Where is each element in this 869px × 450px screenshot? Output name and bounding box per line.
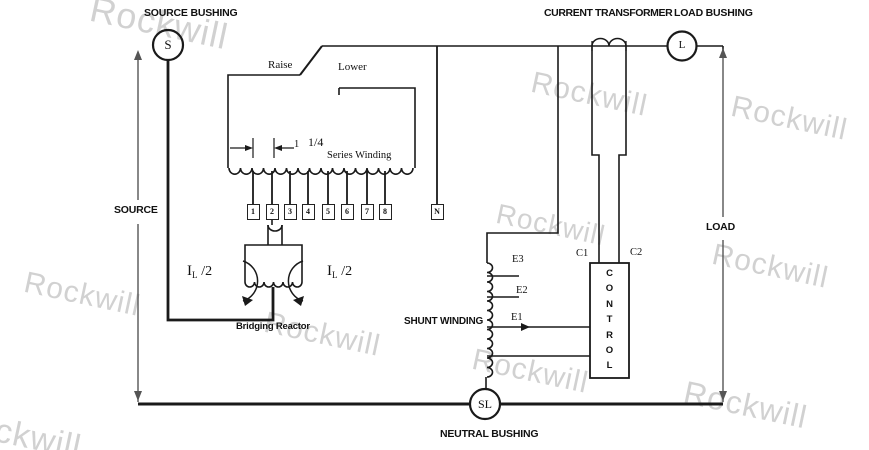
tap-e1-label: E1 — [511, 312, 523, 323]
current-divisor: /2 — [201, 264, 213, 279]
bridging-reactor-label: Bridging Reactor — [236, 321, 310, 332]
current-divisor: /2 — [341, 264, 353, 279]
control-letter: C — [606, 268, 613, 279]
source-to-reactor-path — [166, 60, 275, 322]
tap-e2-label: E2 — [516, 285, 528, 296]
control-letter: O — [605, 345, 614, 357]
tap-terminal-6: 6 — [340, 204, 354, 220]
current-transformer-symbol — [591, 37, 627, 263]
tap-terminal-2: 2 — [265, 204, 279, 220]
bridging-reactor — [244, 244, 303, 288]
lower-label: Lower — [338, 61, 367, 73]
load-bushing-label: LOAD BUSHING — [674, 7, 753, 19]
series-winding-label: Series Winding — [327, 150, 392, 161]
shunt-winding-label: SHUNT WINDING — [404, 316, 484, 327]
top-bus-line — [322, 45, 724, 54]
neutral-bushing-symbol: SL — [477, 397, 492, 411]
control-letter: R — [606, 329, 613, 341]
control-letter: L — [606, 360, 613, 372]
tap-dimension-marks — [230, 138, 294, 158]
control-letter: N — [606, 298, 613, 310]
raise-label: Raise — [268, 59, 293, 71]
tap-terminal-7: 7 — [360, 204, 374, 220]
dimension-value: 1 — [294, 139, 300, 150]
current-symbol: I — [187, 263, 192, 279]
fraction-label: 1/4 — [308, 135, 324, 149]
current-label-left: IL /2 — [187, 263, 212, 280]
ct-terminal-c1: C1 — [576, 248, 589, 259]
wiper-leads — [267, 219, 283, 245]
current-symbol: I — [327, 263, 332, 279]
shunt-winding-coil — [485, 46, 590, 389]
neutral-bushing-label: NEUTRAL BUSHING — [440, 428, 539, 440]
ct-terminal-c2: C2 — [630, 247, 643, 258]
source-line-label: SOURCE — [112, 204, 160, 216]
current-arrows — [242, 260, 304, 306]
control-letter: O — [605, 283, 614, 295]
current-label-right: IL /2 — [327, 263, 352, 280]
source-line — [134, 50, 142, 402]
control-label: C O N T R O L — [590, 266, 629, 374]
source-bushing-symbol: S — [164, 37, 172, 52]
tap-terminal-5: 5 — [321, 204, 335, 220]
load-line — [719, 48, 727, 402]
tap-terminal-1: 1 — [246, 204, 260, 220]
current-subscript: L — [332, 270, 338, 280]
tap-terminal-neutral: N — [430, 204, 444, 220]
tap-terminal-3: 3 — [283, 204, 297, 220]
load-bushing-symbol: L — [678, 39, 686, 51]
tap-terminal-4: 4 — [301, 204, 315, 220]
current-transformer-label: CURRENT TRANSFORMER — [544, 7, 673, 19]
tap-terminal-8: 8 — [378, 204, 392, 220]
bushing-symbols — [151, 28, 698, 421]
current-subscript: L — [192, 270, 198, 280]
control-box — [589, 262, 630, 379]
control-letter: T — [606, 314, 613, 326]
series-winding-coil — [228, 167, 414, 175]
tap-leads — [252, 46, 438, 204]
raise-lower-switch — [227, 45, 416, 168]
source-bushing-label: SOURCE BUSHING — [144, 7, 238, 19]
load-line-label: LOAD — [704, 221, 737, 233]
tap-e3-label: E3 — [512, 254, 524, 265]
